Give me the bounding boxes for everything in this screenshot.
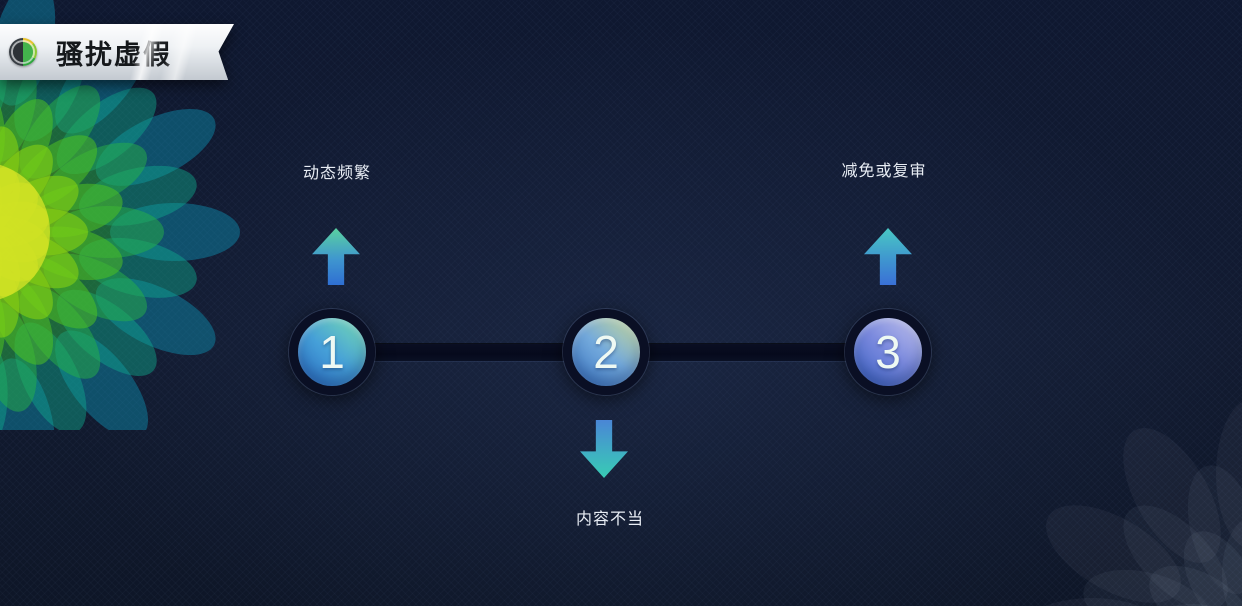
title-banner: 骚扰虚假 — [0, 24, 234, 80]
step-1-label: 动态频繁 — [302, 165, 372, 182]
title-banner-ribbon: 骚扰虚假 — [0, 24, 234, 80]
page-title: 骚扰虚假 — [56, 39, 172, 70]
step-2-circle: 2 — [563, 309, 649, 395]
down-arrow-icon — [580, 420, 628, 478]
step-3-number: 3 — [875, 326, 901, 378]
up-arrow-icon — [312, 228, 360, 285]
step-2-number: 2 — [593, 326, 619, 378]
step-3-circle: 3 — [845, 309, 931, 395]
step-1-number: 1 — [319, 326, 345, 378]
step-3-label: 减免或复审 — [841, 163, 927, 180]
up-arrow-icon — [864, 228, 912, 285]
flower-decoration-bottomright — [1044, 399, 1242, 606]
step-1-circle: 1 — [289, 309, 375, 395]
step-2-label: 内容不当 — [575, 511, 645, 528]
contrast-circle-icon — [9, 38, 37, 66]
